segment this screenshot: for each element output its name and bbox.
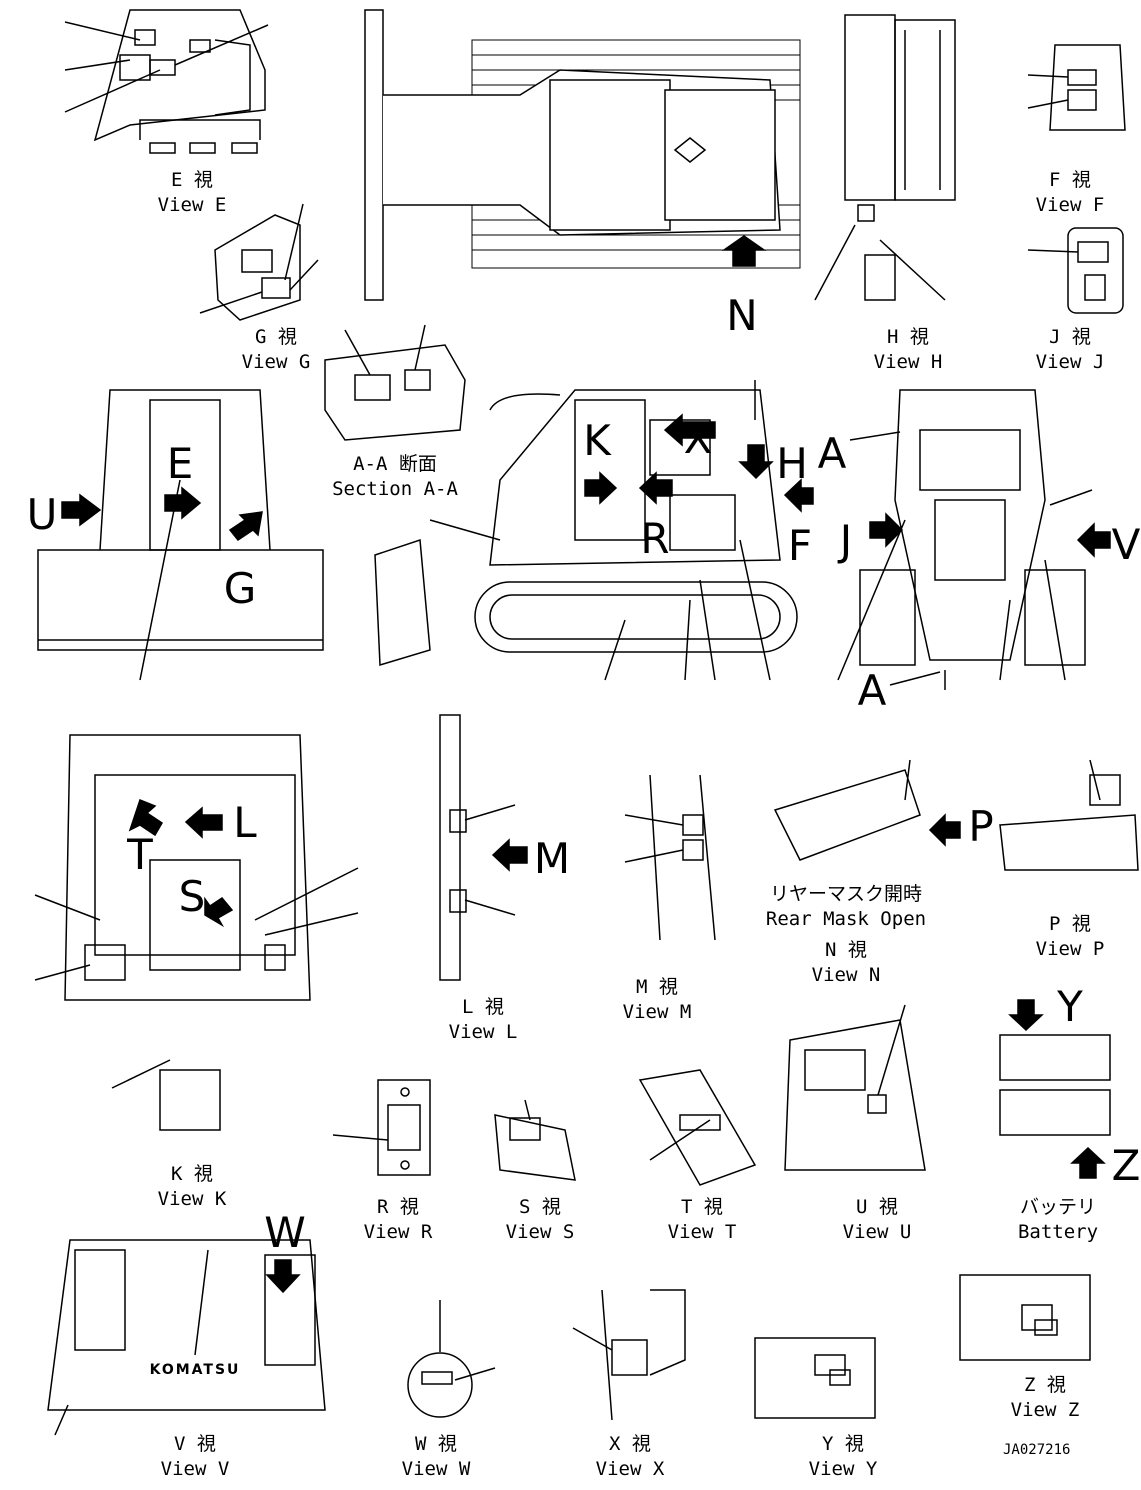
section-a-a-drawing [324, 324, 466, 441]
marker-a-bottom: A [857, 666, 887, 715]
view-v-drawing [47, 1239, 326, 1436]
marker-e: E [166, 439, 194, 488]
view-w-drawing [407, 1300, 496, 1418]
front-view-drawing [37, 389, 324, 681]
marker-u: U [26, 490, 58, 539]
battery-drawing [999, 999, 1111, 1179]
view-z-drawing [959, 1274, 1091, 1361]
view-u-drawing [784, 1004, 926, 1171]
drawing-code: JA027216 [1003, 1442, 1071, 1458]
marker-g: G [223, 564, 257, 613]
marker-f: F [787, 521, 813, 570]
view-f-drawing [1027, 44, 1126, 131]
marker-t: T [127, 830, 153, 879]
view-s-drawing [494, 1099, 576, 1181]
marker-h: H [776, 439, 808, 488]
marker-j: J [839, 516, 853, 565]
marker-v: V [1111, 520, 1141, 569]
marker-n: N [726, 291, 758, 340]
marker-r: R [640, 514, 670, 563]
top-view-drawing [364, 9, 801, 301]
rear-view-drawing [837, 389, 1111, 690]
view-n-drawing [773, 759, 961, 861]
view-r-drawing [332, 1079, 431, 1176]
komatsu-logo: KOMATSU [149, 1362, 241, 1378]
marker-m: M [533, 834, 571, 883]
marker-x: X [683, 414, 713, 463]
side-view-drawing [374, 380, 814, 681]
view-j-drawing [1027, 227, 1124, 314]
view-l-drawing [439, 714, 528, 981]
marker-k: K [583, 416, 611, 465]
view-t-drawing [638, 1069, 757, 1186]
view-h-drawing [814, 14, 956, 301]
view-x-drawing [572, 1289, 686, 1421]
marker-y: Y [1057, 982, 1083, 1031]
view-e-drawing [64, 9, 269, 154]
view-m-drawing [624, 774, 716, 941]
marker-w: W [264, 1208, 306, 1257]
marker-p: P [968, 802, 994, 851]
view-k-drawing [34, 734, 359, 1131]
marker-s: S [178, 872, 206, 921]
view-g-drawing [199, 203, 319, 321]
marker-l: L [233, 798, 257, 847]
view-p-drawing [999, 759, 1139, 871]
view-y-drawing [754, 1337, 876, 1419]
marker-a-top: A [817, 429, 847, 478]
marker-z: Z [1111, 1141, 1141, 1190]
